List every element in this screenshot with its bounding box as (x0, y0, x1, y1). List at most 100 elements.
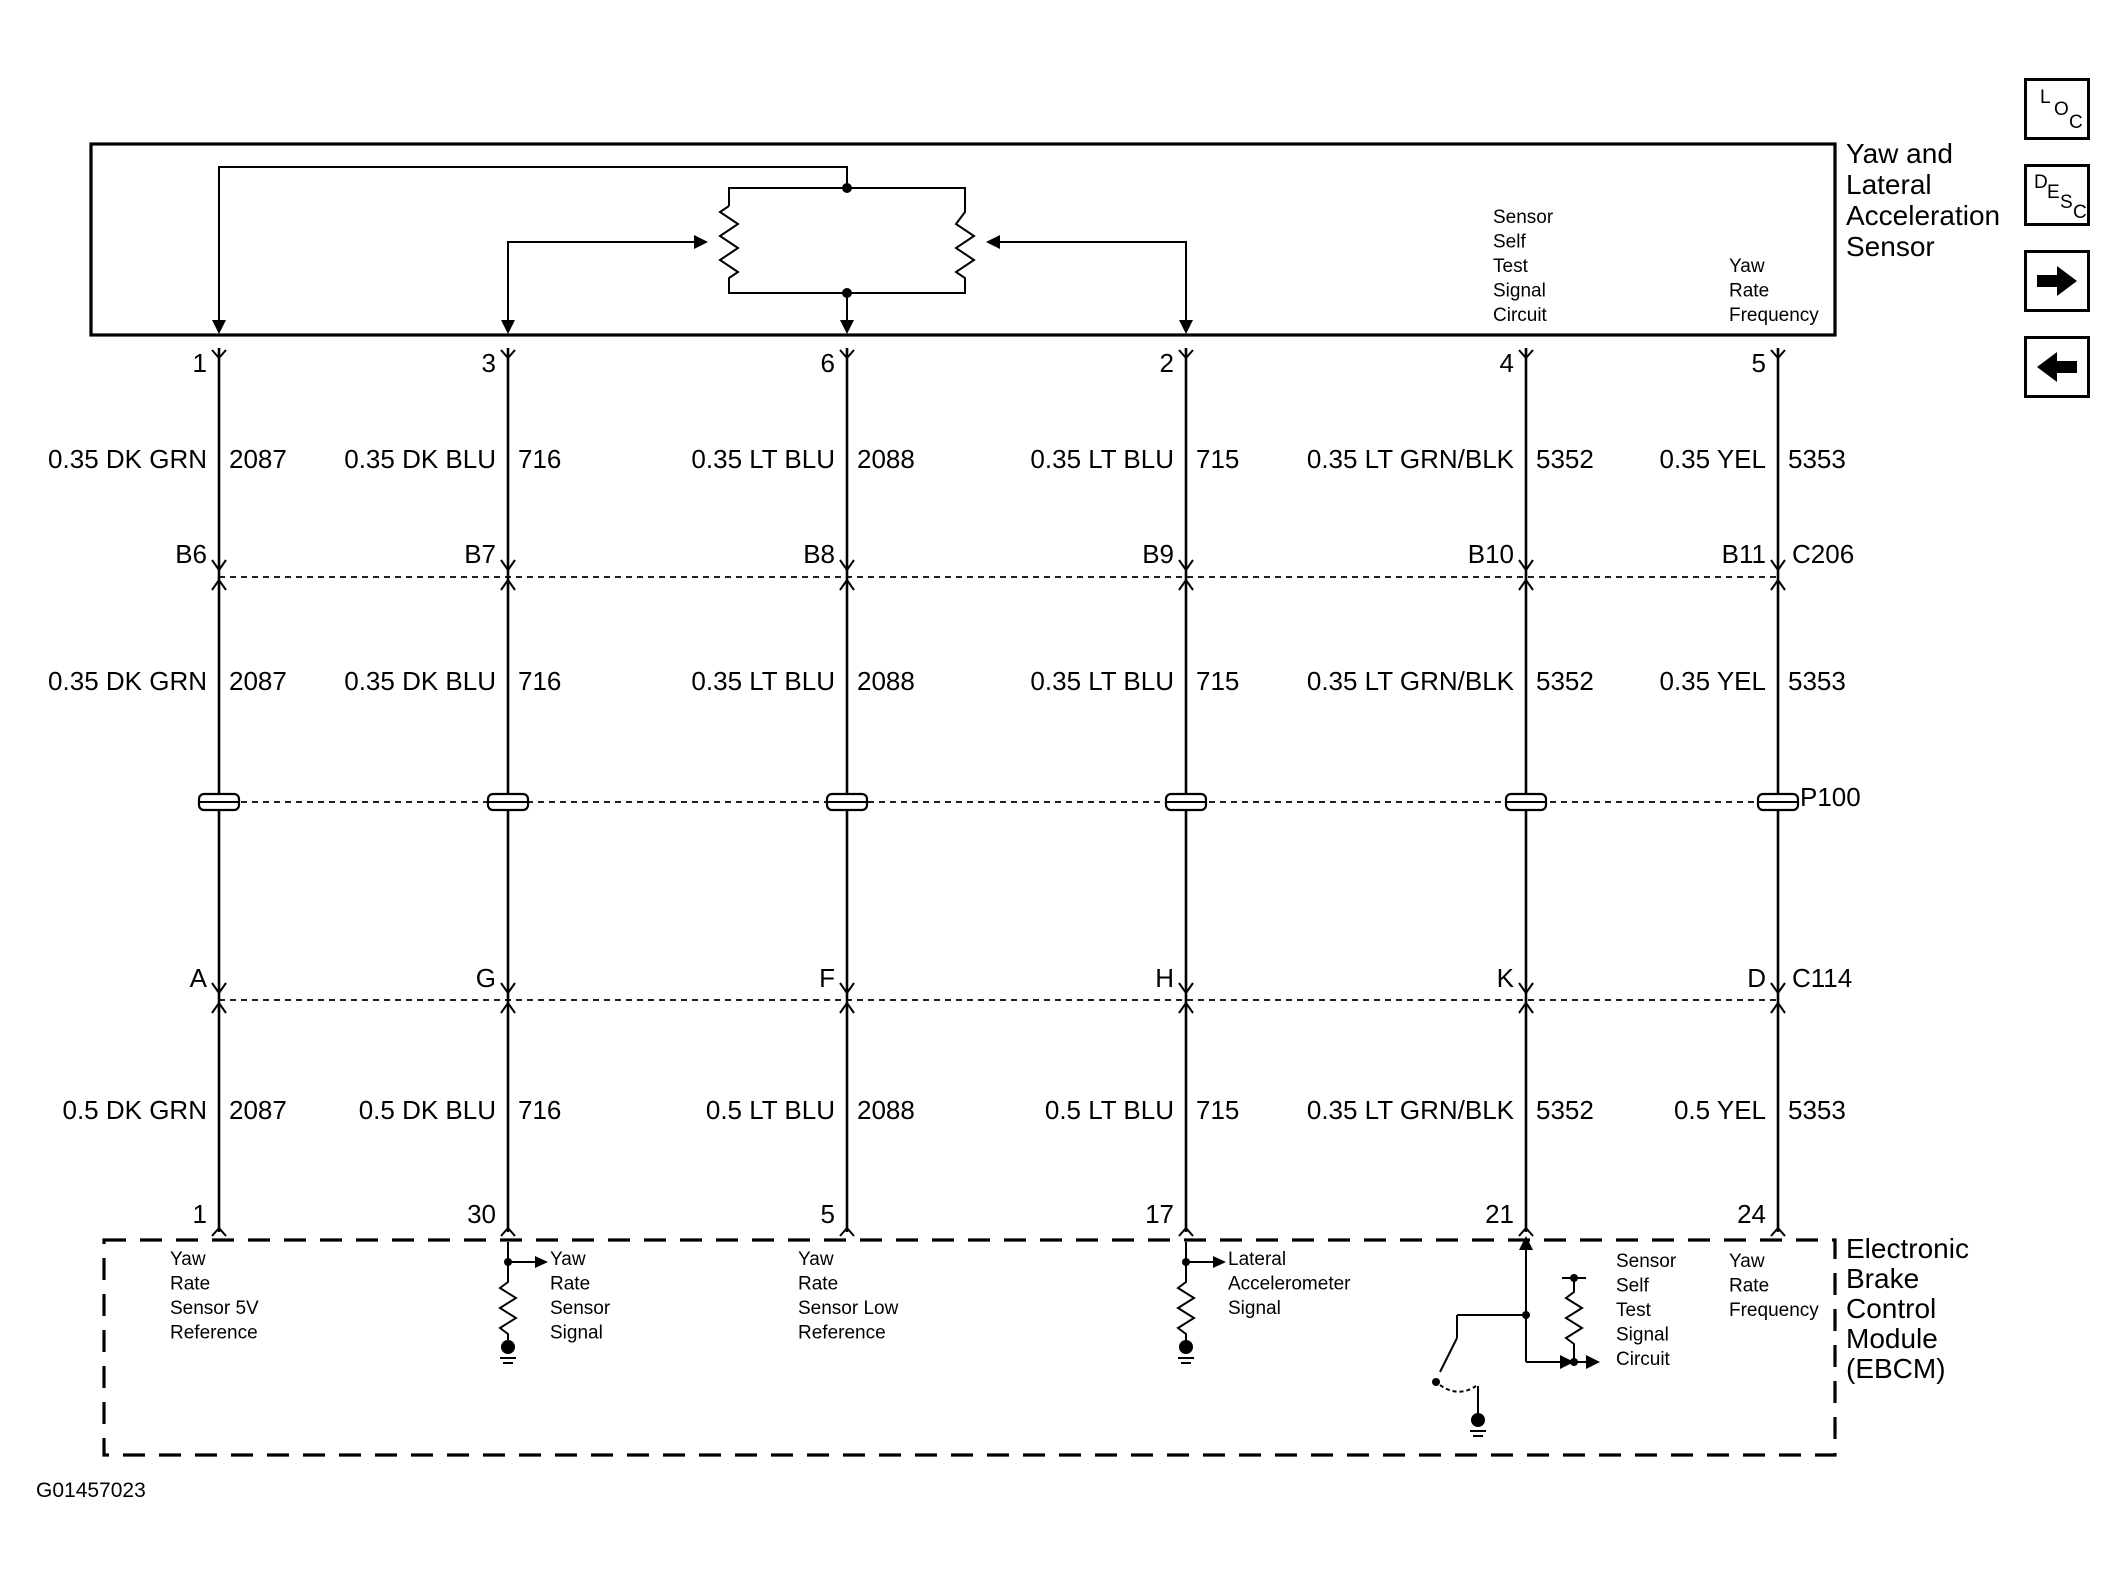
wire-spec: 0.35 LT BLU (691, 666, 835, 696)
connector-male-mark (500, 559, 516, 572)
c114-pin: H (1155, 963, 1174, 993)
connector-female-mark (211, 578, 227, 591)
c206-pin: B7 (464, 539, 496, 569)
sensor-pin-mark (1178, 349, 1194, 360)
circuit-number: 715 (1196, 666, 1239, 696)
circuit-number: 5352 (1536, 444, 1594, 474)
ebcm-pin-mark (1178, 1226, 1194, 1237)
connector-male-mark (1770, 982, 1786, 995)
c206-pin: B8 (803, 539, 835, 569)
ebcm-pin-number: 17 (1145, 1199, 1174, 1229)
circuit-number: 715 (1196, 444, 1239, 474)
connector-male-mark (1770, 559, 1786, 572)
connector-male-mark (839, 982, 855, 995)
wire-spec: 0.5 DK GRN (63, 1095, 208, 1125)
ebcm-label-yaw-freq: Yaw Rate Frequency (1729, 1251, 1819, 1321)
wire-spec: 0.35 DK BLU (344, 444, 496, 474)
wire-spec: 0.35 DK GRN (48, 444, 207, 474)
ebcm-pin-mark (211, 1226, 227, 1237)
circuit-number: 2087 (229, 666, 287, 696)
loc-letter-1: L (2040, 87, 2051, 108)
sensor-pin-number: 4 (1500, 348, 1514, 378)
prev-button[interactable] (2024, 336, 2090, 398)
circuit-number: 2087 (229, 1095, 287, 1125)
c114-pin: A (190, 963, 208, 993)
connector-female-mark (500, 1001, 516, 1014)
loc-button[interactable]: L O C (2024, 78, 2090, 140)
wire-spec: 0.35 LT BLU (1030, 666, 1174, 696)
sensor-pin-number: 2 (1160, 348, 1174, 378)
sensor-pin-number: 1 (193, 348, 207, 378)
c114-pin: D (1747, 963, 1766, 993)
circuit-5353 (1756, 348, 1800, 1237)
connector-male-mark (211, 559, 227, 572)
ebcm-pin-mark (500, 1226, 516, 1237)
module-name: Electronic Brake Control Module (EBCM) (1846, 1233, 1977, 1384)
wire-spec: 0.35 DK GRN (48, 666, 207, 696)
wire-spec: 0.35 LT GRN/BLK (1307, 444, 1515, 474)
ebcm-label-5v-ref: Yaw Rate Sensor 5V Reference (170, 1249, 264, 1344)
connector-female-mark (1178, 578, 1194, 591)
wire-spec: 0.35 LT BLU (1030, 444, 1174, 474)
ebcm-label-low-ref: Yaw Rate Sensor Low Reference (798, 1249, 904, 1344)
wire-spec: 0.5 YEL (1674, 1095, 1766, 1125)
right-arrow-icon (2037, 266, 2077, 296)
wire-spec: 0.35 DK BLU (344, 666, 496, 696)
connector-female-mark (1770, 578, 1786, 591)
ebcm-box (102, 1238, 1837, 1457)
connector-male-mark (1178, 982, 1194, 995)
sensor-pin-mark (839, 349, 855, 360)
sensor-pin-mark (500, 349, 516, 360)
circuit-number: 2088 (857, 444, 915, 474)
circuit-number: 715 (1196, 1095, 1239, 1125)
sensor-pin-number: 3 (482, 348, 496, 378)
ebcm-label-self-test: Sensor Self Test Signal Circuit (1616, 1251, 1681, 1370)
figure-id: G01457023 (36, 1479, 146, 1502)
circuit-number: 2088 (857, 666, 915, 696)
connector-female-mark (500, 578, 516, 591)
connector-male-mark (839, 559, 855, 572)
loc-letter-2: O (2054, 99, 2069, 120)
circuit-number: 716 (518, 444, 561, 474)
wire-spec: 0.35 YEL (1659, 444, 1766, 474)
connector-female-mark (211, 1001, 227, 1014)
sensor-yaw-freq-label: Yaw Rate Frequency (1729, 256, 1819, 326)
sensor-pin-number: 6 (821, 348, 835, 378)
c114-label: C114 (1792, 963, 1852, 993)
ebcm-pin-mark (1518, 1226, 1534, 1237)
c114-pin: F (819, 963, 835, 993)
c206-pin: B9 (1142, 539, 1174, 569)
wire-spec: 0.35 LT GRN/BLK (1307, 666, 1515, 696)
circuit-number: 5352 (1536, 666, 1594, 696)
ebcm-internal-circuit (498, 1236, 1600, 1437)
connector-female-mark (1518, 578, 1534, 591)
sensor-pin-mark (1518, 349, 1534, 360)
sensor-pin-mark (1770, 349, 1786, 360)
connector-female-mark (839, 1001, 855, 1014)
desc-letter-4: C (2073, 202, 2087, 223)
ebcm-pin-number: 30 (467, 1199, 496, 1229)
c206-label: C206 (1792, 539, 1854, 569)
ebcm-label-yaw-signal: Yaw Rate Sensor Signal (550, 1249, 615, 1344)
connector-male-mark (1518, 982, 1534, 995)
loc-letter-3: C (2069, 112, 2083, 133)
connector-female-mark (1178, 1001, 1194, 1014)
sensor-self-test-label: Sensor Self Test Signal Circuit (1493, 207, 1558, 326)
wire-spec: 0.5 LT BLU (706, 1095, 835, 1125)
connector-female-mark (839, 578, 855, 591)
sensor-name: Yaw and Lateral Acceleration Sensor (1846, 138, 2008, 262)
ebcm-pin-mark (1770, 1226, 1786, 1237)
c114-pin: K (1497, 963, 1515, 993)
next-button[interactable] (2024, 250, 2090, 312)
wire-spec: 0.35 LT GRN/BLK (1307, 1095, 1515, 1125)
left-arrow-icon (2037, 352, 2077, 382)
c114-pin: G (476, 963, 496, 993)
desc-button[interactable]: D E S C (2024, 164, 2090, 226)
desc-letter-1: D (2034, 172, 2048, 193)
c206-pin: B11 (1722, 539, 1766, 569)
